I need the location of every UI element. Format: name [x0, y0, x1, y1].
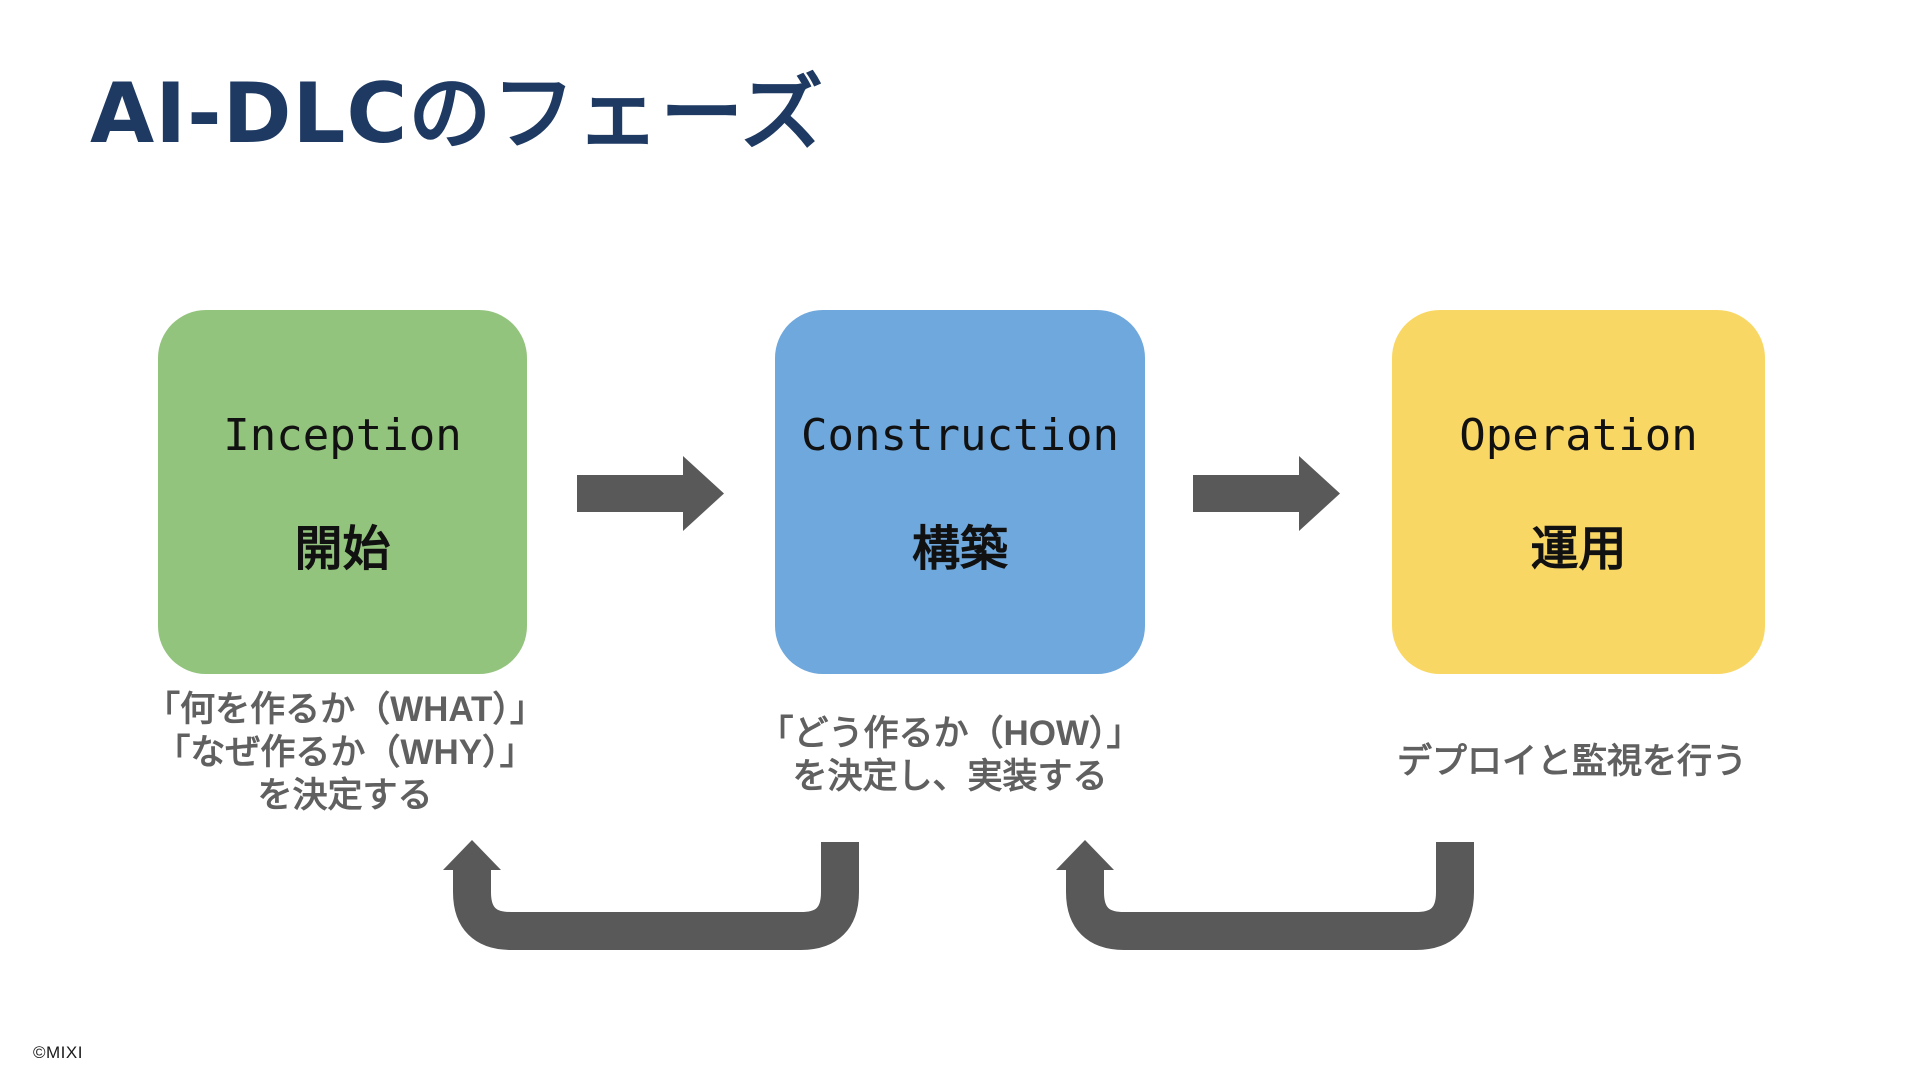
- description-line: 「何を作るか（WHAT）」: [145, 690, 545, 729]
- phase-name-ja: 運用: [1530, 523, 1627, 576]
- phase-description-construction: 「どう作るか（HOW）」 を決定し、実装する: [690, 712, 1210, 798]
- phase-name-en: Operation: [1459, 410, 1698, 461]
- phase-name-en: Inception: [223, 410, 462, 461]
- feedback-arrow-icon: [1066, 842, 1474, 950]
- copyright-label: ©MIXI: [33, 1043, 83, 1062]
- phase-box-operation: Operation 運用: [1392, 310, 1765, 674]
- description-line: を決定する: [257, 776, 433, 815]
- feedback-arrowhead-icon: [1056, 840, 1114, 870]
- forward-arrow-icon: [577, 456, 724, 531]
- phase-name-ja: 構築: [911, 523, 1008, 576]
- phase-description-operation: デプロイと監視を行う: [1312, 740, 1832, 783]
- description-line: 「なぜ作るか（WHY）」: [155, 733, 535, 772]
- phase-description-inception: 「何を作るか（WHAT）」 「なぜ作るか（WHY）」 を決定する: [85, 688, 605, 817]
- phase-box-construction: Construction 構築: [775, 310, 1145, 674]
- description-line: を決定し、実装する: [792, 757, 1108, 796]
- phase-name-ja: 開始: [294, 523, 391, 576]
- description-line: 「どう作るか（HOW）」: [758, 714, 1142, 753]
- forward-arrow-icon: [1193, 456, 1340, 531]
- phase-name-en: Construction: [801, 410, 1119, 461]
- feedback-arrowhead-icon: [443, 840, 501, 870]
- page-title: AI-DLCのフェーズ: [90, 65, 825, 162]
- feedback-arrow-icon: [453, 842, 859, 950]
- description-line: デプロイと監視を行う: [1396, 742, 1747, 781]
- phase-box-inception: Inception 開始: [158, 310, 527, 674]
